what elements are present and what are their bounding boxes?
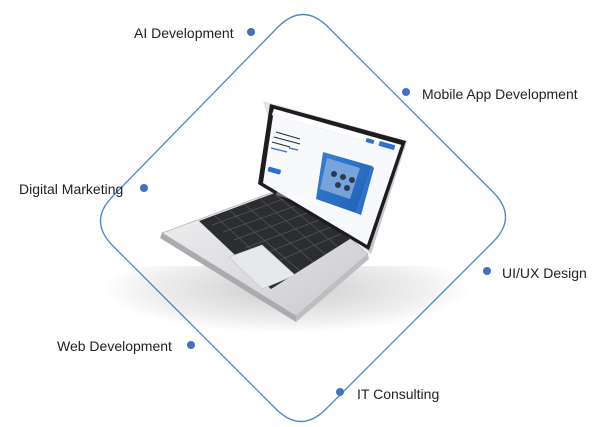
bullet-dot <box>140 184 148 192</box>
bullet-dot <box>483 267 491 275</box>
service-ui-ux-design: UI/UX Design <box>502 265 587 281</box>
bullet-dot <box>336 388 344 396</box>
service-ai-development: AI Development <box>134 25 234 41</box>
bullet-dot <box>187 341 195 349</box>
service-mobile-app-development: Mobile App Development <box>422 86 578 102</box>
service-it-consulting: IT Consulting <box>357 386 440 402</box>
bullet-dot <box>247 28 255 36</box>
laptop-screen <box>258 104 406 250</box>
service-web-development: Web Development <box>57 338 172 354</box>
service-digital-marketing: Digital Marketing <box>19 181 124 197</box>
laptop-trackpad <box>228 244 296 290</box>
bullet-dot <box>402 88 410 96</box>
